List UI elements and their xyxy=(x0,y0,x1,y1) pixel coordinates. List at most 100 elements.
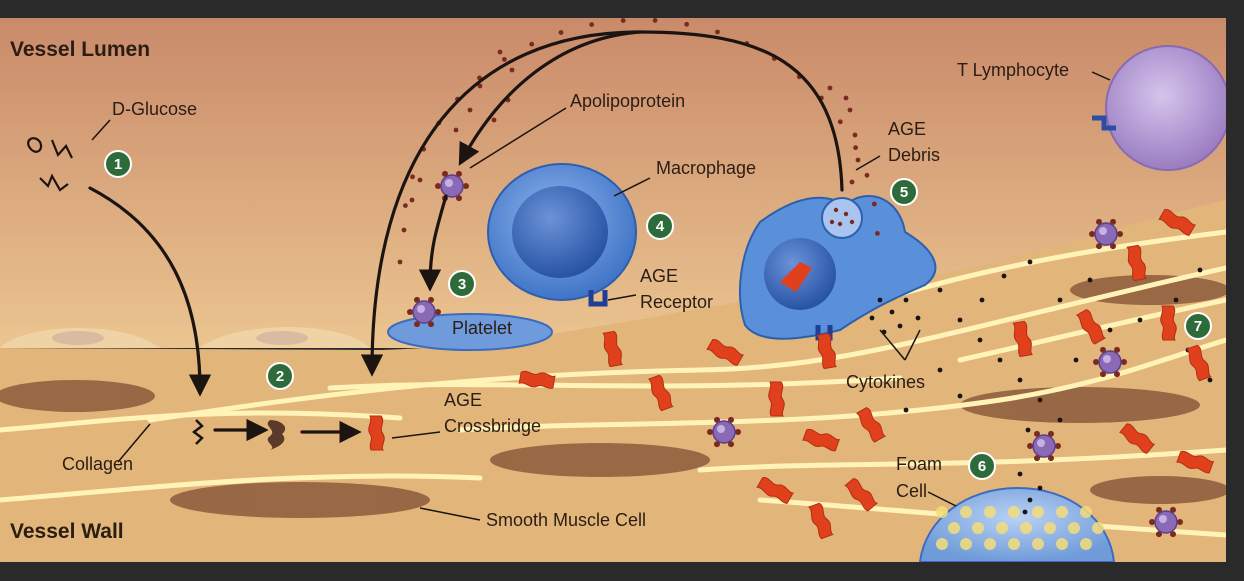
cytokine-dot xyxy=(1057,297,1063,303)
apolipoprotein-dot xyxy=(589,22,595,27)
arrow-debris-to-wall xyxy=(360,30,844,377)
apolipoprotein-dot xyxy=(502,57,507,62)
debris-dot xyxy=(843,211,849,217)
vessel-lumen-label: Vessel Lumen xyxy=(10,38,150,61)
age-crossbridge-mark xyxy=(1126,244,1148,282)
apolipoprotein-label: Apolipoprotein xyxy=(570,91,685,111)
age-crossbridge-mark xyxy=(807,502,834,540)
lipid-droplet xyxy=(1008,506,1020,518)
age-crossbridge-mark xyxy=(756,477,795,504)
cytokine-dot xyxy=(897,323,903,329)
step-badge-3: 3 xyxy=(448,270,476,298)
apolipoprotein-dot xyxy=(827,85,833,91)
cytokine-dot xyxy=(1073,357,1079,363)
foam-cell-label-line2: Cell xyxy=(896,481,927,501)
apolipoprotein-dot xyxy=(417,177,423,183)
lipid-droplet xyxy=(1032,506,1044,518)
step-badges: 1 2 3 4 5 6 7 xyxy=(104,150,1212,480)
lipid-droplet xyxy=(996,522,1008,534)
macrophage-label: Macrophage xyxy=(656,158,756,178)
step-badge-1: 1 xyxy=(104,150,132,178)
cytokine-dot xyxy=(979,297,985,303)
step-badge-number: 2 xyxy=(276,368,284,385)
age-crossbridge-mark xyxy=(518,370,556,389)
apolipoprotein-dot xyxy=(410,174,415,180)
foam-cell-lipids xyxy=(936,506,1104,550)
platelet-label: Platelet xyxy=(452,318,512,338)
apolipoprotein-molecule xyxy=(1093,346,1127,378)
apolipoprotein-dot xyxy=(847,107,853,113)
step-badge-number: 6 xyxy=(978,458,986,475)
smooth-muscle-cell-label: Smooth Muscle Cell xyxy=(486,510,646,530)
lipid-droplet xyxy=(1068,522,1080,534)
lipid-droplet xyxy=(960,538,972,550)
apolipoprotein-dot xyxy=(558,30,564,35)
step-badge-number: 7 xyxy=(1194,318,1202,335)
cytokine-dot xyxy=(1057,417,1063,423)
apolipoprotein-dot xyxy=(497,49,503,55)
cytokine-dot xyxy=(1017,377,1023,383)
lipid-droplet xyxy=(936,506,948,518)
arrow-glucose-to-collagen xyxy=(88,186,212,397)
age-crossbridge-mark xyxy=(768,381,785,417)
step-badge-number: 4 xyxy=(656,218,665,235)
lipid-droplet xyxy=(1092,522,1104,534)
apolipoprotein-dot xyxy=(715,29,720,35)
cytokine-dot xyxy=(997,357,1003,363)
arrow-to-apolipoprotein xyxy=(458,30,642,166)
apolipoprotein-dot xyxy=(871,201,877,207)
age-crossbridge-mark xyxy=(1158,209,1197,236)
apolipoprotein-dot xyxy=(864,172,870,178)
foam-cell-label-line1: Foam xyxy=(896,454,942,474)
lipid-droplet xyxy=(1020,522,1032,534)
age-crossbridge-label-line1: AGE xyxy=(444,390,482,410)
step-badge-number: 5 xyxy=(900,184,908,201)
apolipoprotein-molecule xyxy=(1149,506,1183,538)
cytokine-dot xyxy=(1022,509,1028,515)
cytokine-dot xyxy=(1017,471,1023,477)
lipid-droplet xyxy=(1032,538,1044,550)
apolipoprotein-molecule xyxy=(407,296,441,328)
apolipoprotein-dot xyxy=(491,117,497,123)
lipid-droplet xyxy=(1080,538,1092,550)
age-crossbridge-mark xyxy=(1176,450,1215,474)
lipid-droplet xyxy=(984,506,996,518)
apolipoprotein-dot xyxy=(509,67,515,73)
lipid-droplet xyxy=(984,538,996,550)
lipid-droplet xyxy=(960,506,972,518)
age-crossbridge-mark xyxy=(1185,344,1212,382)
apolipoprotein-dot xyxy=(403,203,408,209)
cytokine-dot xyxy=(1207,377,1213,383)
debris-dot xyxy=(849,219,855,225)
apolipoprotein-dot xyxy=(477,83,483,89)
step-badge-number: 3 xyxy=(458,276,466,293)
cytokine-dot xyxy=(1197,267,1203,273)
apolipoprotein-dot xyxy=(684,21,690,27)
step-badge-5: 5 xyxy=(890,178,918,206)
apolipoprotein-dot xyxy=(529,41,535,47)
apolipoprotein-dot xyxy=(652,18,658,23)
apolipoprotein-dot xyxy=(397,259,403,265)
apolipoprotein-dot xyxy=(852,132,858,138)
cytokine-dot xyxy=(915,315,921,321)
cytokine-dot xyxy=(1027,259,1033,265)
cytokines-label: Cytokines xyxy=(846,372,925,392)
apolipoprotein-dot xyxy=(843,95,849,101)
age-debris-label-line2: Debris xyxy=(888,145,940,165)
apolipoprotein-dot xyxy=(837,119,843,125)
cytokine-dot xyxy=(1087,277,1093,283)
cytokine-dot xyxy=(977,337,983,343)
cytokine-dot xyxy=(937,367,943,373)
debris-macrophage xyxy=(739,194,937,341)
apolipoprotein-dot xyxy=(453,127,459,133)
cytokine-dot xyxy=(1137,317,1143,323)
step-badge-7: 7 xyxy=(1184,312,1212,340)
age-crossbridge-mark xyxy=(1075,309,1107,345)
apolipoprotein-dot xyxy=(849,179,855,185)
cytokine-dot xyxy=(903,407,909,413)
apolipoprotein-dot xyxy=(853,145,858,151)
lipid-droplet xyxy=(1056,506,1068,518)
apolipoprotein-molecule xyxy=(1027,430,1061,462)
macrophage xyxy=(487,163,637,307)
